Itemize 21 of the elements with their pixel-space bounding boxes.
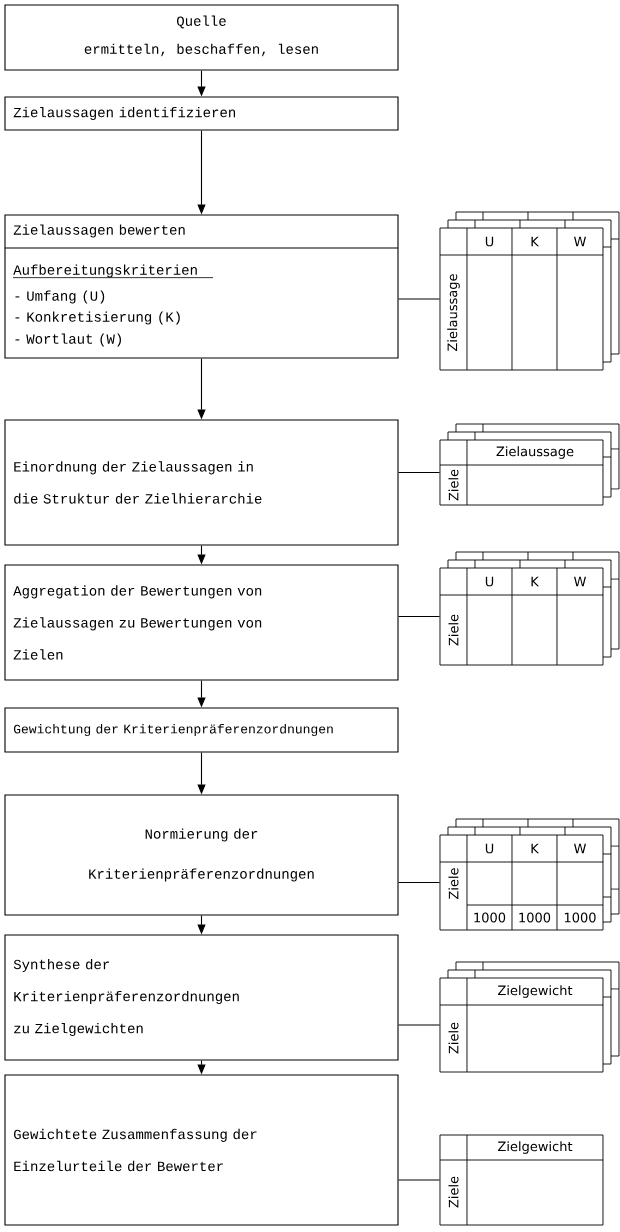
process-box: Quelle ermitteln, beschaffen, lesen	[4, 4, 399, 71]
table-form: Zielgewicht Ziele	[439, 977, 604, 1073]
table-form: Zielaussage Ziele	[439, 439, 604, 506]
table-form: U K W Ziele	[439, 567, 604, 666]
connector-line	[398, 472, 441, 473]
connector-line	[398, 1024, 441, 1026]
connector-line	[398, 616, 441, 617]
process-box: Aggregation der Bewertungen von Zielaussagen zu Bewertungen von Zielen	[4, 564, 399, 681]
process-box: Zielaussagen identifizieren	[4, 96, 399, 131]
table-form: Zielgewicht Ziele	[439, 1134, 604, 1226]
process-box: Normierung der Kriterienpräferenzordnungen	[4, 794, 399, 916]
process-box: Gewichtete Zusammenfassung der Einzelurteile der Bewerter	[4, 1074, 399, 1226]
table-form: U K W Ziele 1000 1000 1000	[439, 834, 604, 931]
process-box: Einordnung der Zielaussagen in die Struktur der Zielhierarchie	[4, 419, 399, 546]
connector-line	[398, 1179, 441, 1181]
process-box: Zielaussagen bewerten Aufbereitungskriterien - Umfang (U) - Konkretisierung (K) - Wortlaut (W)	[4, 214, 399, 359]
process-box: Synthese der Kriterienpräferenzordnungen zu Zielgewichten	[4, 934, 399, 1061]
connector-line	[398, 882, 441, 883]
process-box: Gewichtung der Kriterienpräferenzordnungen	[4, 707, 399, 753]
connector-line	[398, 298, 441, 300]
table-form: U K W Zielaussage	[439, 227, 604, 371]
